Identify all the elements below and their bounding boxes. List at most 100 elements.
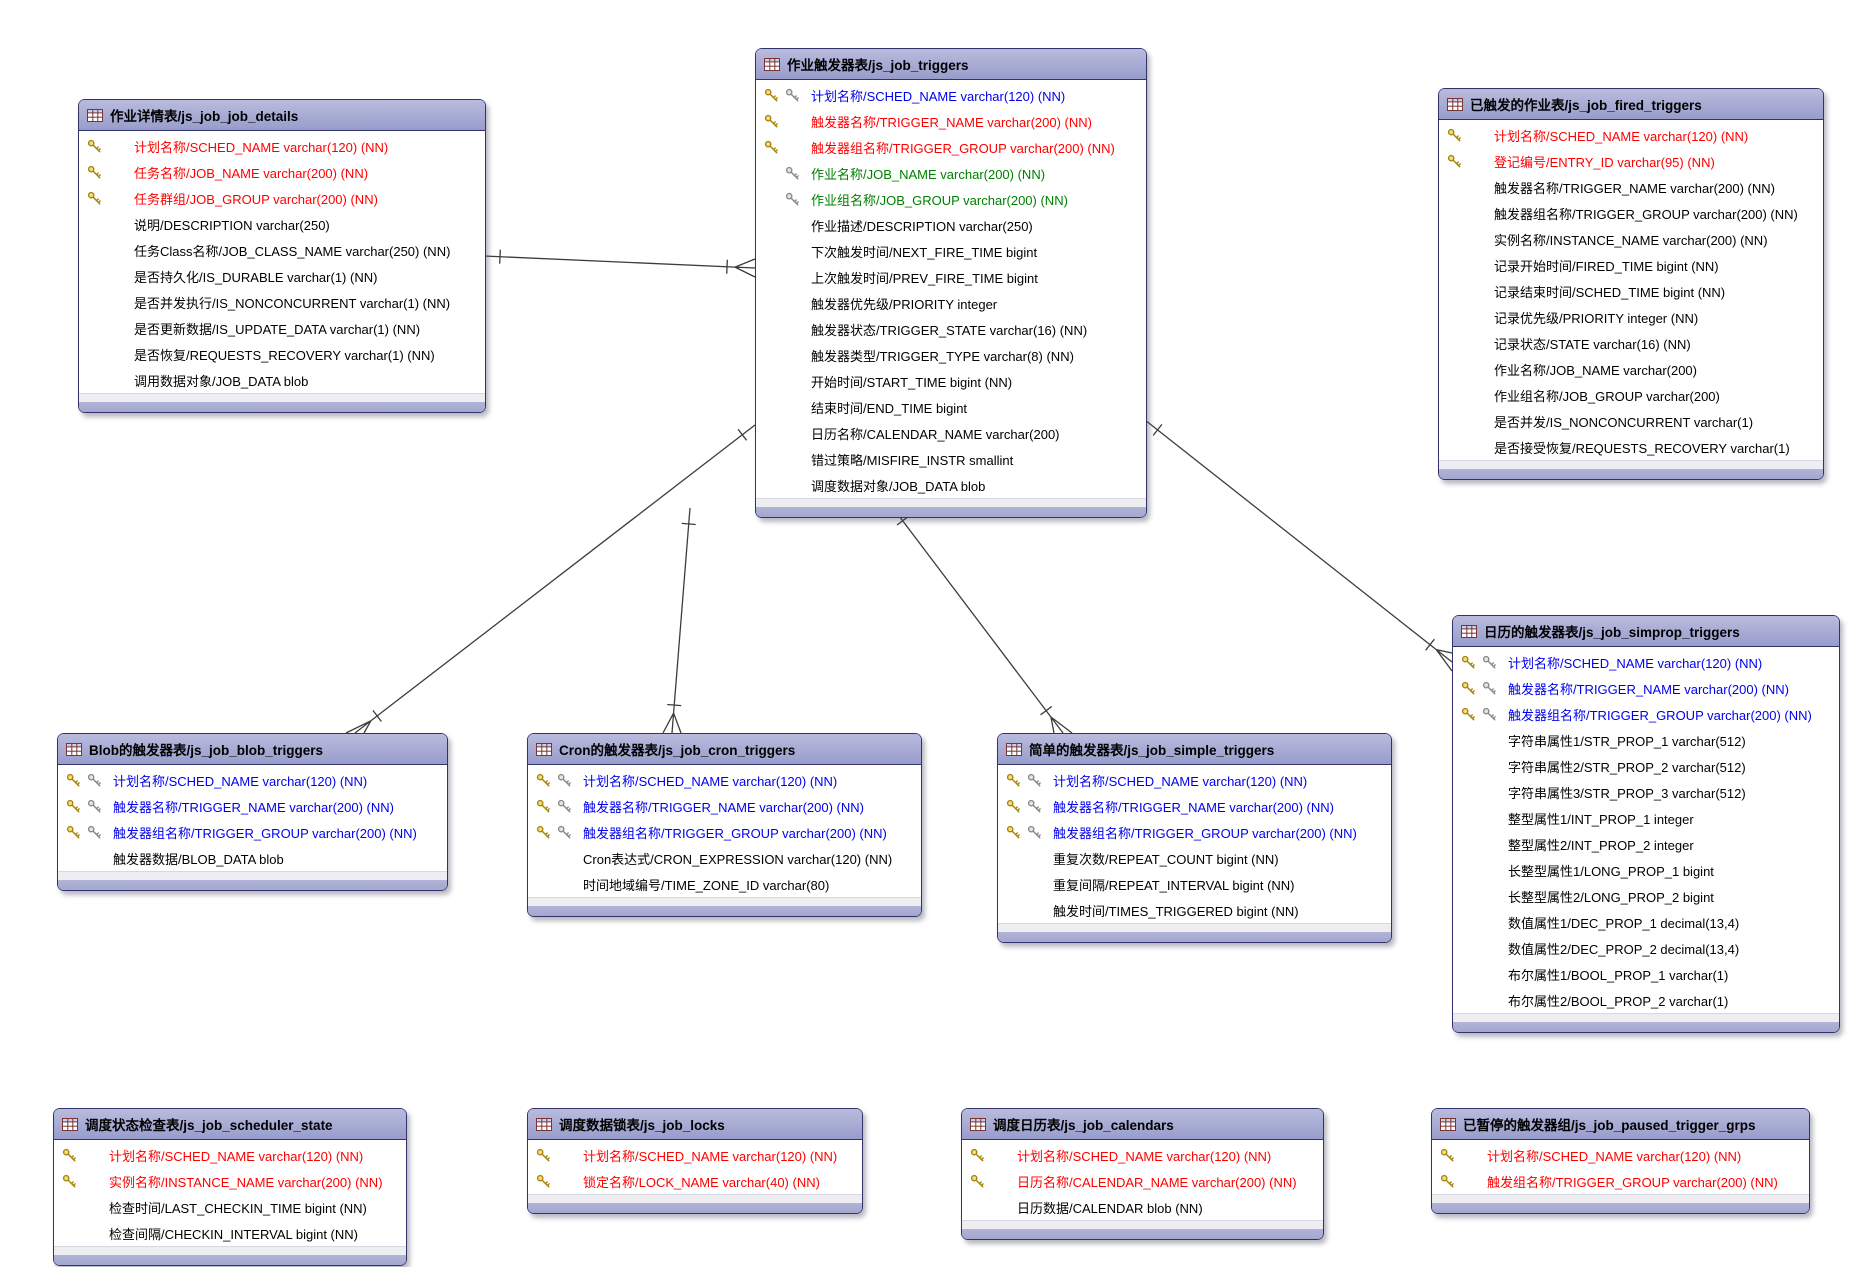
table-header[interactable]: 已触发的作业表/js_job_fired_triggers (1439, 89, 1823, 120)
field-row[interactable]: 记录优先级/PRIORITY integer (NN) (1439, 304, 1823, 330)
field-row[interactable]: 触发组名称/TRIGGER_GROUP varchar(200) (NN) (1432, 1168, 1809, 1194)
field-row[interactable]: 计划名称/SCHED_NAME varchar(120) (NN) (1439, 122, 1823, 148)
field-row[interactable]: 下次触发时间/NEXT_FIRE_TIME bigint (756, 238, 1146, 264)
field-row[interactable]: 日历数据/CALENDAR blob (NN) (962, 1194, 1323, 1220)
field-row[interactable]: 登记编号/ENTRY_ID varchar(95) (NN) (1439, 148, 1823, 174)
field-row[interactable]: 布尔属性1/BOOL_PROP_1 varchar(1) (1453, 961, 1839, 987)
field-row[interactable]: 调用数据对象/JOB_DATA blob (79, 367, 485, 393)
entity-table-cron[interactable]: Cron的触发器表/js_job_cron_triggers 计划名称/SCHE… (527, 733, 922, 917)
field-row[interactable]: 触发器名称/TRIGGER_NAME varchar(200) (NN) (1439, 174, 1823, 200)
table-header[interactable]: 已暂停的触发器组/js_job_paused_trigger_grps (1432, 1109, 1809, 1140)
field-row[interactable]: 字符串属性2/STR_PROP_2 varchar(512) (1453, 753, 1839, 779)
entity-table-paused[interactable]: 已暂停的触发器组/js_job_paused_trigger_grps 计划名称… (1431, 1108, 1810, 1214)
field-row[interactable]: 数值属性1/DEC_PROP_1 decimal(13,4) (1453, 909, 1839, 935)
field-row[interactable]: 计划名称/SCHED_NAME varchar(120) (NN) (528, 767, 921, 793)
field-row[interactable]: 数值属性2/DEC_PROP_2 decimal(13,4) (1453, 935, 1839, 961)
table-header[interactable]: 作业详情表/js_job_job_details (79, 100, 485, 131)
field-row[interactable]: 字符串属性1/STR_PROP_1 varchar(512) (1453, 727, 1839, 753)
field-row[interactable]: 触发器优先级/PRIORITY integer (756, 290, 1146, 316)
field-row[interactable]: 长整型属性1/LONG_PROP_1 bigint (1453, 857, 1839, 883)
field-row[interactable]: 计划名称/SCHED_NAME varchar(120) (NN) (962, 1142, 1323, 1168)
field-row[interactable]: 调度数据对象/JOB_DATA blob (756, 472, 1146, 498)
entity-table-calendars[interactable]: 调度日历表/js_job_calendars 计划名称/SCHED_NAME v… (961, 1108, 1324, 1240)
field-row[interactable]: 结束时间/END_TIME bigint (756, 394, 1146, 420)
field-row[interactable]: 作业描述/DESCRIPTION varchar(250) (756, 212, 1146, 238)
field-row[interactable]: 作业名称/JOB_NAME varchar(200) (1439, 356, 1823, 382)
field-row[interactable]: 是否持久化/IS_DURABLE varchar(1) (NN) (79, 263, 485, 289)
field-row[interactable]: 重复间隔/REPEAT_INTERVAL bigint (NN) (998, 871, 1391, 897)
field-row[interactable]: 记录结束时间/SCHED_TIME bigint (NN) (1439, 278, 1823, 304)
relationship-triggers-simprop[interactable] (1144, 419, 1453, 672)
field-row[interactable]: 触发时间/TIMES_TRIGGERED bigint (NN) (998, 897, 1391, 923)
entity-table-simple[interactable]: 简单的触发器表/js_job_simple_triggers 计划名称/SCHE… (997, 733, 1392, 943)
entity-table-job_details[interactable]: 作业详情表/js_job_job_details 计划名称/SCHED_NAME… (78, 99, 486, 413)
field-row[interactable]: 触发器名称/TRIGGER_NAME varchar(200) (NN) (998, 793, 1391, 819)
relationship-triggers-simple[interactable] (892, 507, 1073, 734)
table-header[interactable]: Cron的触发器表/js_job_cron_triggers (528, 734, 921, 765)
field-row[interactable]: 是否更新数据/IS_UPDATE_DATA varchar(1) (NN) (79, 315, 485, 341)
field-row[interactable]: 整型属性1/INT_PROP_1 integer (1453, 805, 1839, 831)
field-row[interactable]: 作业名称/JOB_NAME varchar(200) (NN) (756, 160, 1146, 186)
field-row[interactable]: 作业组名称/JOB_GROUP varchar(200) (NN) (756, 186, 1146, 212)
field-row[interactable]: 布尔属性2/BOOL_PROP_2 varchar(1) (1453, 987, 1839, 1013)
field-row[interactable]: 触发器数据/BLOB_DATA blob (58, 845, 447, 871)
relationship-triggers-cron[interactable] (662, 507, 696, 734)
field-row[interactable]: 触发器组名称/TRIGGER_GROUP varchar(200) (NN) (756, 134, 1146, 160)
field-row[interactable]: 字符串属性3/STR_PROP_3 varchar(512) (1453, 779, 1839, 805)
field-row[interactable]: 是否并发执行/IS_NONCONCURRENT varchar(1) (NN) (79, 289, 485, 315)
field-row[interactable]: 整型属性2/INT_PROP_2 integer (1453, 831, 1839, 857)
field-row[interactable]: 记录开始时间/FIRED_TIME bigint (NN) (1439, 252, 1823, 278)
field-row[interactable]: 触发器组名称/TRIGGER_GROUP varchar(200) (NN) (1439, 200, 1823, 226)
field-row[interactable]: 触发器组名称/TRIGGER_GROUP varchar(200) (NN) (998, 819, 1391, 845)
table-header[interactable]: 作业触发器表/js_job_triggers (756, 49, 1146, 80)
field-row[interactable]: 触发器类型/TRIGGER_TYPE varchar(8) (NN) (756, 342, 1146, 368)
entity-table-simprop[interactable]: 日历的触发器表/js_job_simprop_triggers 计划名称/SCH… (1452, 615, 1840, 1033)
field-row[interactable]: 作业组名称/JOB_GROUP varchar(200) (1439, 382, 1823, 408)
field-row[interactable]: 开始时间/START_TIME bigint (NN) (756, 368, 1146, 394)
field-row[interactable]: 计划名称/SCHED_NAME varchar(120) (NN) (58, 767, 447, 793)
field-row[interactable]: 上次触发时间/PREV_FIRE_TIME bigint (756, 264, 1146, 290)
field-row[interactable]: 计划名称/SCHED_NAME varchar(120) (NN) (54, 1142, 406, 1168)
field-row[interactable]: 触发器状态/TRIGGER_STATE varchar(16) (NN) (756, 316, 1146, 342)
table-header[interactable]: 调度日历表/js_job_calendars (962, 1109, 1323, 1140)
entity-table-state[interactable]: 调度状态检查表/js_job_scheduler_state 计划名称/SCHE… (53, 1108, 407, 1266)
field-row[interactable]: 时间地域编号/TIME_ZONE_ID varchar(80) (528, 871, 921, 897)
field-row[interactable]: 触发器名称/TRIGGER_NAME varchar(200) (NN) (528, 793, 921, 819)
field-row[interactable]: 任务名称/JOB_NAME varchar(200) (NN) (79, 159, 485, 185)
field-row[interactable]: 重复次数/REPEAT_COUNT bigint (NN) (998, 845, 1391, 871)
table-header[interactable]: 调度状态检查表/js_job_scheduler_state (54, 1109, 406, 1140)
table-header[interactable]: 日历的触发器表/js_job_simprop_triggers (1453, 616, 1839, 647)
field-row[interactable]: 触发器组名称/TRIGGER_GROUP varchar(200) (NN) (58, 819, 447, 845)
field-row[interactable]: 是否恢复/REQUESTS_RECOVERY varchar(1) (NN) (79, 341, 485, 367)
entity-table-triggers[interactable]: 作业触发器表/js_job_triggers 计划名称/SCHED_NAME v… (755, 48, 1147, 518)
field-row[interactable]: 触发器组名称/TRIGGER_GROUP varchar(200) (NN) (1453, 701, 1839, 727)
field-row[interactable]: 计划名称/SCHED_NAME varchar(120) (NN) (1453, 649, 1839, 675)
field-row[interactable]: 任务群组/JOB_GROUP varchar(200) (NN) (79, 185, 485, 211)
field-row[interactable]: 计划名称/SCHED_NAME varchar(120) (NN) (528, 1142, 862, 1168)
field-row[interactable]: 触发器名称/TRIGGER_NAME varchar(200) (NN) (1453, 675, 1839, 701)
field-row[interactable]: 计划名称/SCHED_NAME varchar(120) (NN) (79, 133, 485, 159)
field-row[interactable]: 任务Class名称/JOB_CLASS_NAME varchar(250) (N… (79, 237, 485, 263)
field-row[interactable]: 日历名称/CALENDAR_NAME varchar(200) (NN) (962, 1168, 1323, 1194)
field-row[interactable]: Cron表达式/CRON_EXPRESSION varchar(120) (NN… (528, 845, 921, 871)
field-row[interactable]: 日历名称/CALENDAR_NAME varchar(200) (756, 420, 1146, 446)
field-row[interactable]: 长整型属性2/LONG_PROP_2 bigint (1453, 883, 1839, 909)
field-row[interactable]: 计划名称/SCHED_NAME varchar(120) (NN) (998, 767, 1391, 793)
field-row[interactable]: 触发器名称/TRIGGER_NAME varchar(200) (NN) (58, 793, 447, 819)
field-row[interactable]: 计划名称/SCHED_NAME varchar(120) (NN) (756, 82, 1146, 108)
field-row[interactable]: 检查时间/LAST_CHECKIN_TIME bigint (NN) (54, 1194, 406, 1220)
field-row[interactable]: 触发器名称/TRIGGER_NAME varchar(200) (NN) (756, 108, 1146, 134)
field-row[interactable]: 是否接受恢复/REQUESTS_RECOVERY varchar(1) (1439, 434, 1823, 460)
field-row[interactable]: 记录状态/STATE varchar(16) (NN) (1439, 330, 1823, 356)
field-row[interactable]: 是否并发/IS_NONCONCURRENT varchar(1) (1439, 408, 1823, 434)
entity-table-fired[interactable]: 已触发的作业表/js_job_fired_triggers 计划名称/SCHED… (1438, 88, 1824, 480)
entity-table-blob[interactable]: Blob的触发器表/js_job_blob_triggers 计划名称/SCHE… (57, 733, 448, 891)
field-row[interactable]: 触发器组名称/TRIGGER_GROUP varchar(200) (NN) (528, 819, 921, 845)
relationship-triggers-blob[interactable] (345, 424, 756, 734)
field-row[interactable]: 计划名称/SCHED_NAME varchar(120) (NN) (1432, 1142, 1809, 1168)
table-header[interactable]: 调度数据锁表/js_job_locks (528, 1109, 862, 1140)
field-row[interactable]: 实例名称/INSTANCE_NAME varchar(200) (NN) (54, 1168, 406, 1194)
table-header[interactable]: Blob的触发器表/js_job_blob_triggers (58, 734, 447, 765)
table-header[interactable]: 简单的触发器表/js_job_simple_triggers (998, 734, 1391, 765)
relationship-job_details-triggers[interactable] (483, 249, 756, 278)
